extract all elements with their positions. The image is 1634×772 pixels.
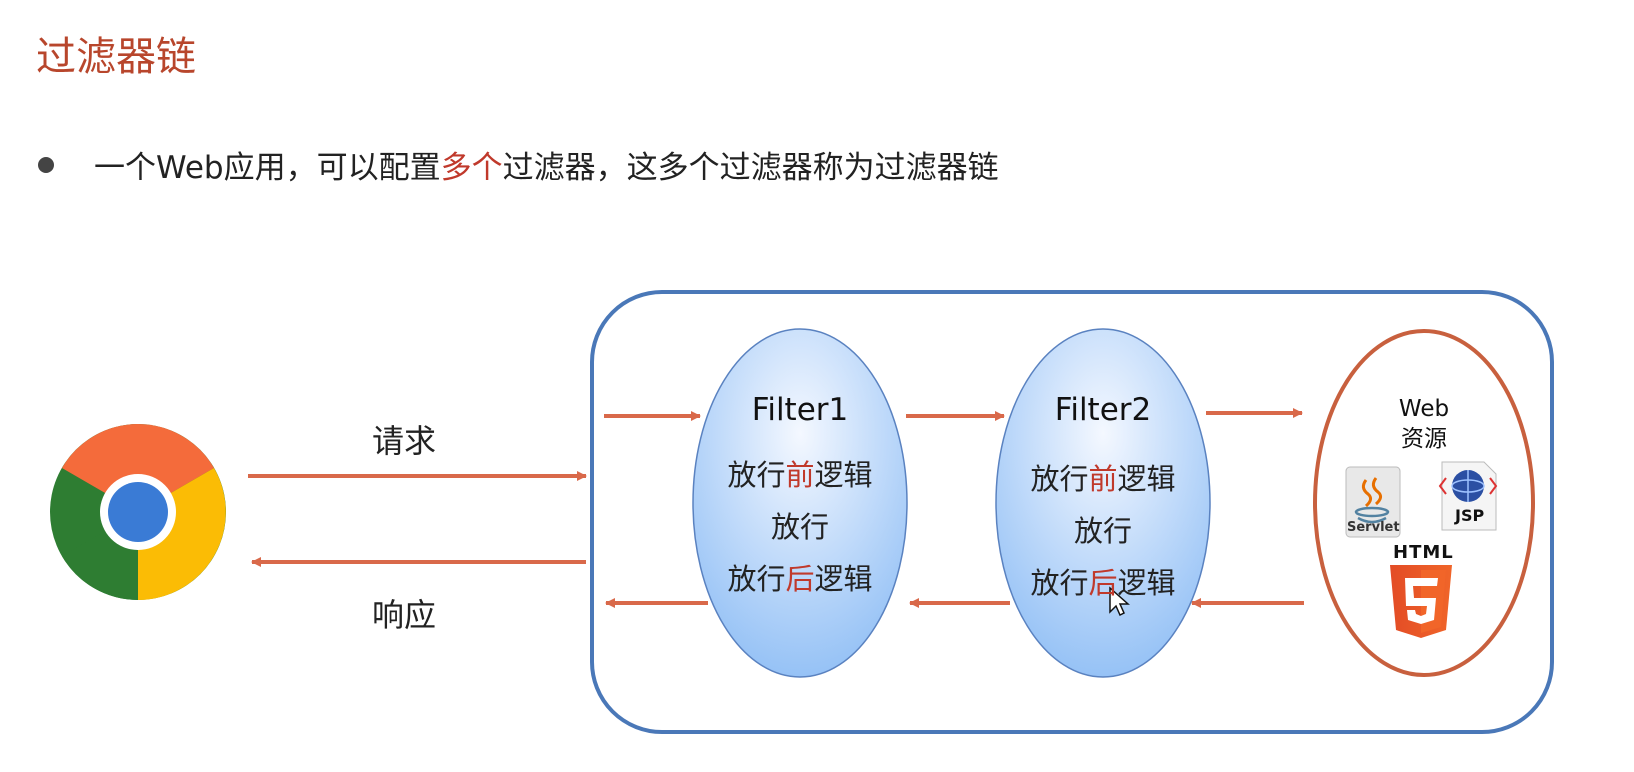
web-resource-line1: Web [1398, 396, 1450, 422]
filter1-post-logic: 放行后逻辑 [727, 562, 873, 596]
page-title: 过滤器链 [36, 34, 196, 80]
jsp-icon [1438, 461, 1498, 531]
filter2-pass: 放行 [1073, 514, 1132, 548]
browser-icon [50, 424, 226, 600]
bullet-dot [38, 156, 54, 173]
filter2-ellipse [995, 328, 1211, 678]
bullet-text-highlight: 多个 [440, 150, 503, 186]
servlet-label: Servlet [1347, 520, 1400, 535]
web-resource-ellipse [1313, 329, 1535, 677]
filter1-title: Filter1 [751, 392, 849, 428]
filter2-pre-logic: 放行前逻辑 [1030, 462, 1176, 496]
mouse-cursor-icon [1109, 586, 1130, 617]
web-resource-label: Web 资源 [1374, 394, 1474, 454]
response-label: 响应 [372, 596, 437, 634]
html5-icon [1390, 565, 1452, 638]
web-resource-line2: 资源 [1401, 426, 1447, 452]
filter1-pass: 放行 [770, 510, 829, 544]
web-app-container [590, 290, 1554, 734]
jsp-label: JSP [1455, 506, 1485, 525]
filter2-post-logic: 放行后逻辑 [1030, 566, 1176, 600]
bullet-text-pre: 一个Web应用，可以配置 [94, 150, 441, 186]
bullet-item: 一个Web应用，可以配置多个过滤器，这多个过滤器称为过滤器链 [36, 142, 999, 187]
html-label: HTML [1393, 542, 1454, 563]
filter1-pre-logic: 放行前逻辑 [727, 458, 873, 492]
bullet-text-post: 过滤器，这多个过滤器称为过滤器链 [502, 150, 999, 186]
filter1-ellipse [692, 328, 908, 678]
filter2-title: Filter2 [1054, 392, 1152, 428]
request-label: 请求 [372, 422, 437, 460]
servlet-icon [1345, 466, 1401, 538]
